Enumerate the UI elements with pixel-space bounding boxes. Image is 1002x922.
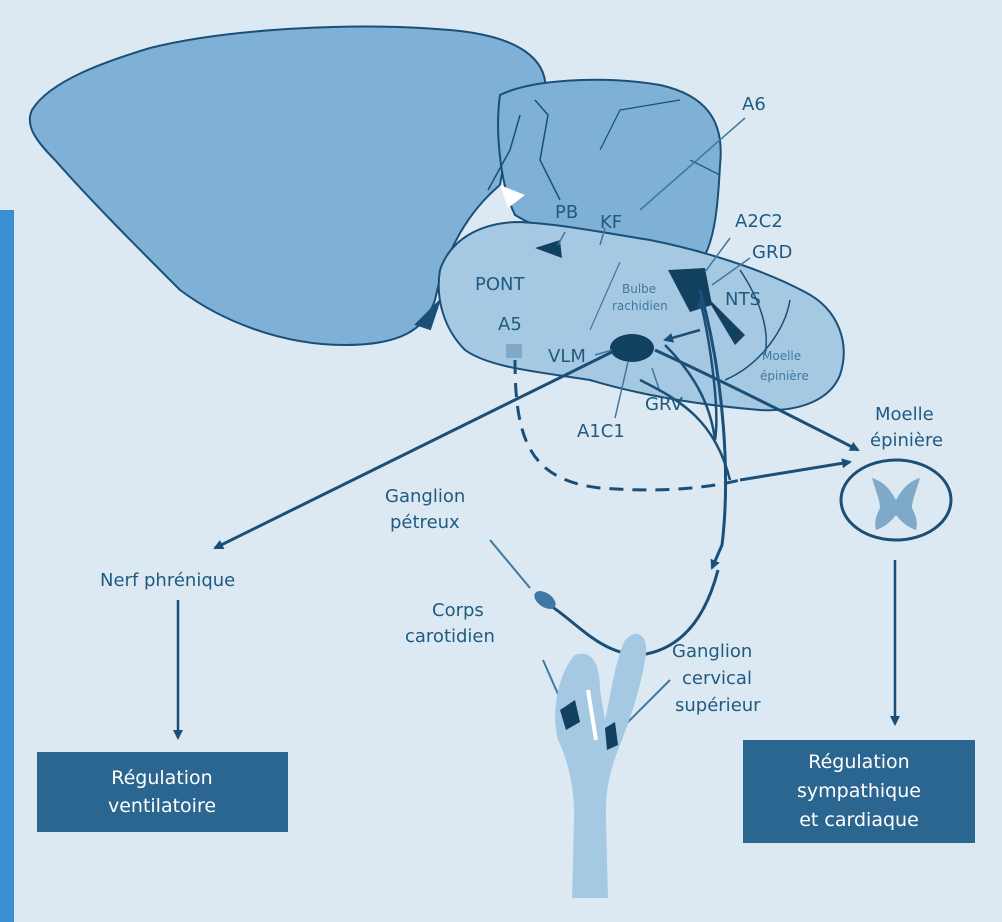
box-sympathique-line1: Régulation [808, 751, 909, 773]
label-ganglion-cervical-3: supérieur [675, 695, 761, 716]
label-a1c1: A1C1 [577, 421, 625, 442]
label-ganglion-petreux-1: Ganglion [385, 486, 465, 507]
box-sympathique-line2: sympathique [797, 780, 921, 802]
label-pb: PB [555, 202, 578, 223]
label-ganglion-cervical-2: cervical [682, 668, 752, 689]
a5-nucleus [506, 344, 522, 358]
label-moelle-2: épinière [870, 430, 943, 451]
box-ventilatoire-line2: ventilatoire [108, 795, 216, 817]
label-vlm: VLM [548, 346, 586, 367]
label-moelle-small-2: épinière [760, 369, 809, 383]
label-a5: A5 [498, 314, 522, 335]
label-ganglion-cervical-1: Ganglion [672, 641, 752, 662]
label-moelle-small-1: Moelle [762, 349, 801, 363]
label-bulbe-2: rachidien [612, 299, 668, 313]
label-a2c2: A2C2 [735, 211, 783, 232]
label-grv: GRV [645, 394, 683, 415]
label-kf: KF [600, 212, 622, 233]
box-sympathique-line3: et cardiaque [799, 809, 919, 831]
label-corps-carotidien-2: carotidien [405, 626, 495, 647]
label-ganglion-petreux-2: pétreux [390, 512, 460, 533]
left-edge-strip [0, 210, 14, 922]
ventilatory-regulation-box [37, 752, 288, 832]
label-a6: A6 [742, 94, 766, 115]
vlm-nucleus [610, 334, 654, 362]
label-bulbe-1: Bulbe [622, 282, 656, 296]
label-corps-carotidien-1: Corps [432, 600, 484, 621]
label-nts: NTS [725, 289, 761, 310]
box-ventilatoire-line1: Régulation [111, 767, 212, 789]
label-pont: PONT [475, 274, 525, 295]
label-moelle-1: Moelle [875, 404, 934, 425]
label-nerf-phrenique: Nerf phrénique [100, 570, 235, 591]
label-grd: GRD [752, 242, 792, 263]
